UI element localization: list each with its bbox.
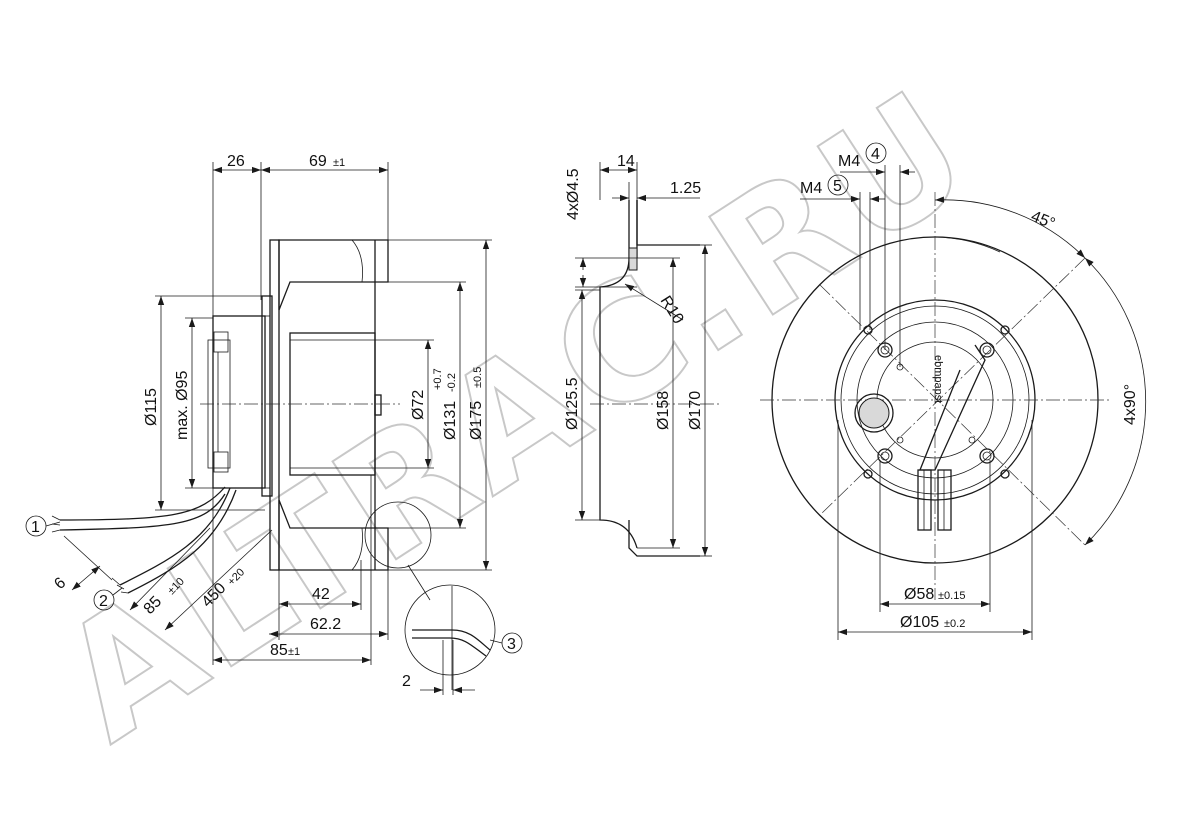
dim-d125-5: Ø125.5 — [564, 377, 581, 430]
dim-85-tol: ±1 — [288, 646, 300, 658]
callout-5: 5 — [833, 178, 842, 195]
dim-holes: 4xØ4.5 — [565, 168, 582, 220]
callout-4: 4 — [871, 146, 880, 163]
cable-bundle — [51, 486, 237, 594]
label-m4-b: M4 — [800, 180, 822, 197]
dim-85: 85 — [270, 642, 288, 659]
dim-d131-tol-up: +0.7 — [432, 368, 444, 390]
dim-d105: Ø105 — [900, 614, 939, 631]
callout-3: 3 — [507, 636, 516, 653]
dim-d131: Ø131 — [442, 401, 459, 440]
dim-62-2: 62.2 — [310, 616, 341, 633]
dim-d158: Ø158 — [655, 391, 672, 430]
dim-d131-tol-dn: -0.2 — [446, 373, 458, 392]
dim-14: 14 — [617, 153, 635, 170]
callout-2: 2 — [99, 593, 108, 610]
dim-26: 26 — [227, 153, 245, 170]
dim-d58: Ø58 — [904, 586, 934, 603]
dim-d175: Ø175 — [468, 401, 485, 440]
brand-logo: ebmpapst — [932, 355, 944, 403]
dim-d72: Ø72 — [410, 390, 427, 420]
dim-69: 69 — [309, 153, 327, 170]
callout-1: 1 — [31, 519, 40, 536]
dim-cable-6: 6 — [51, 574, 69, 593]
dim-max-d95: max. Ø95 — [174, 371, 191, 440]
dim-d175-tol: ±0.5 — [472, 367, 484, 388]
dim-pattern-4x90: 4x90° — [1122, 384, 1139, 425]
dim-d105-tol: ±0.2 — [944, 618, 965, 630]
front-view: ebmpapst M4 4 M4 5 45° 4x90° Ø58 ±0.15 Ø… — [760, 142, 1147, 640]
dim-angle-45: 45° — [1029, 208, 1058, 233]
detail-dim-2: 2 — [402, 673, 411, 690]
dim-d170: Ø170 — [687, 391, 704, 430]
side-view: 26 69 ±1 Ø115 max. Ø95 — [25, 153, 523, 695]
dim-42: 42 — [312, 586, 330, 603]
label-m4-a: M4 — [838, 153, 860, 170]
dim-69-tol: ±1 — [333, 157, 345, 169]
dim-d58-tol: ±0.15 — [938, 590, 965, 602]
dim-1-25: 1.25 — [670, 180, 701, 197]
dim-d115: Ø115 — [143, 388, 160, 426]
